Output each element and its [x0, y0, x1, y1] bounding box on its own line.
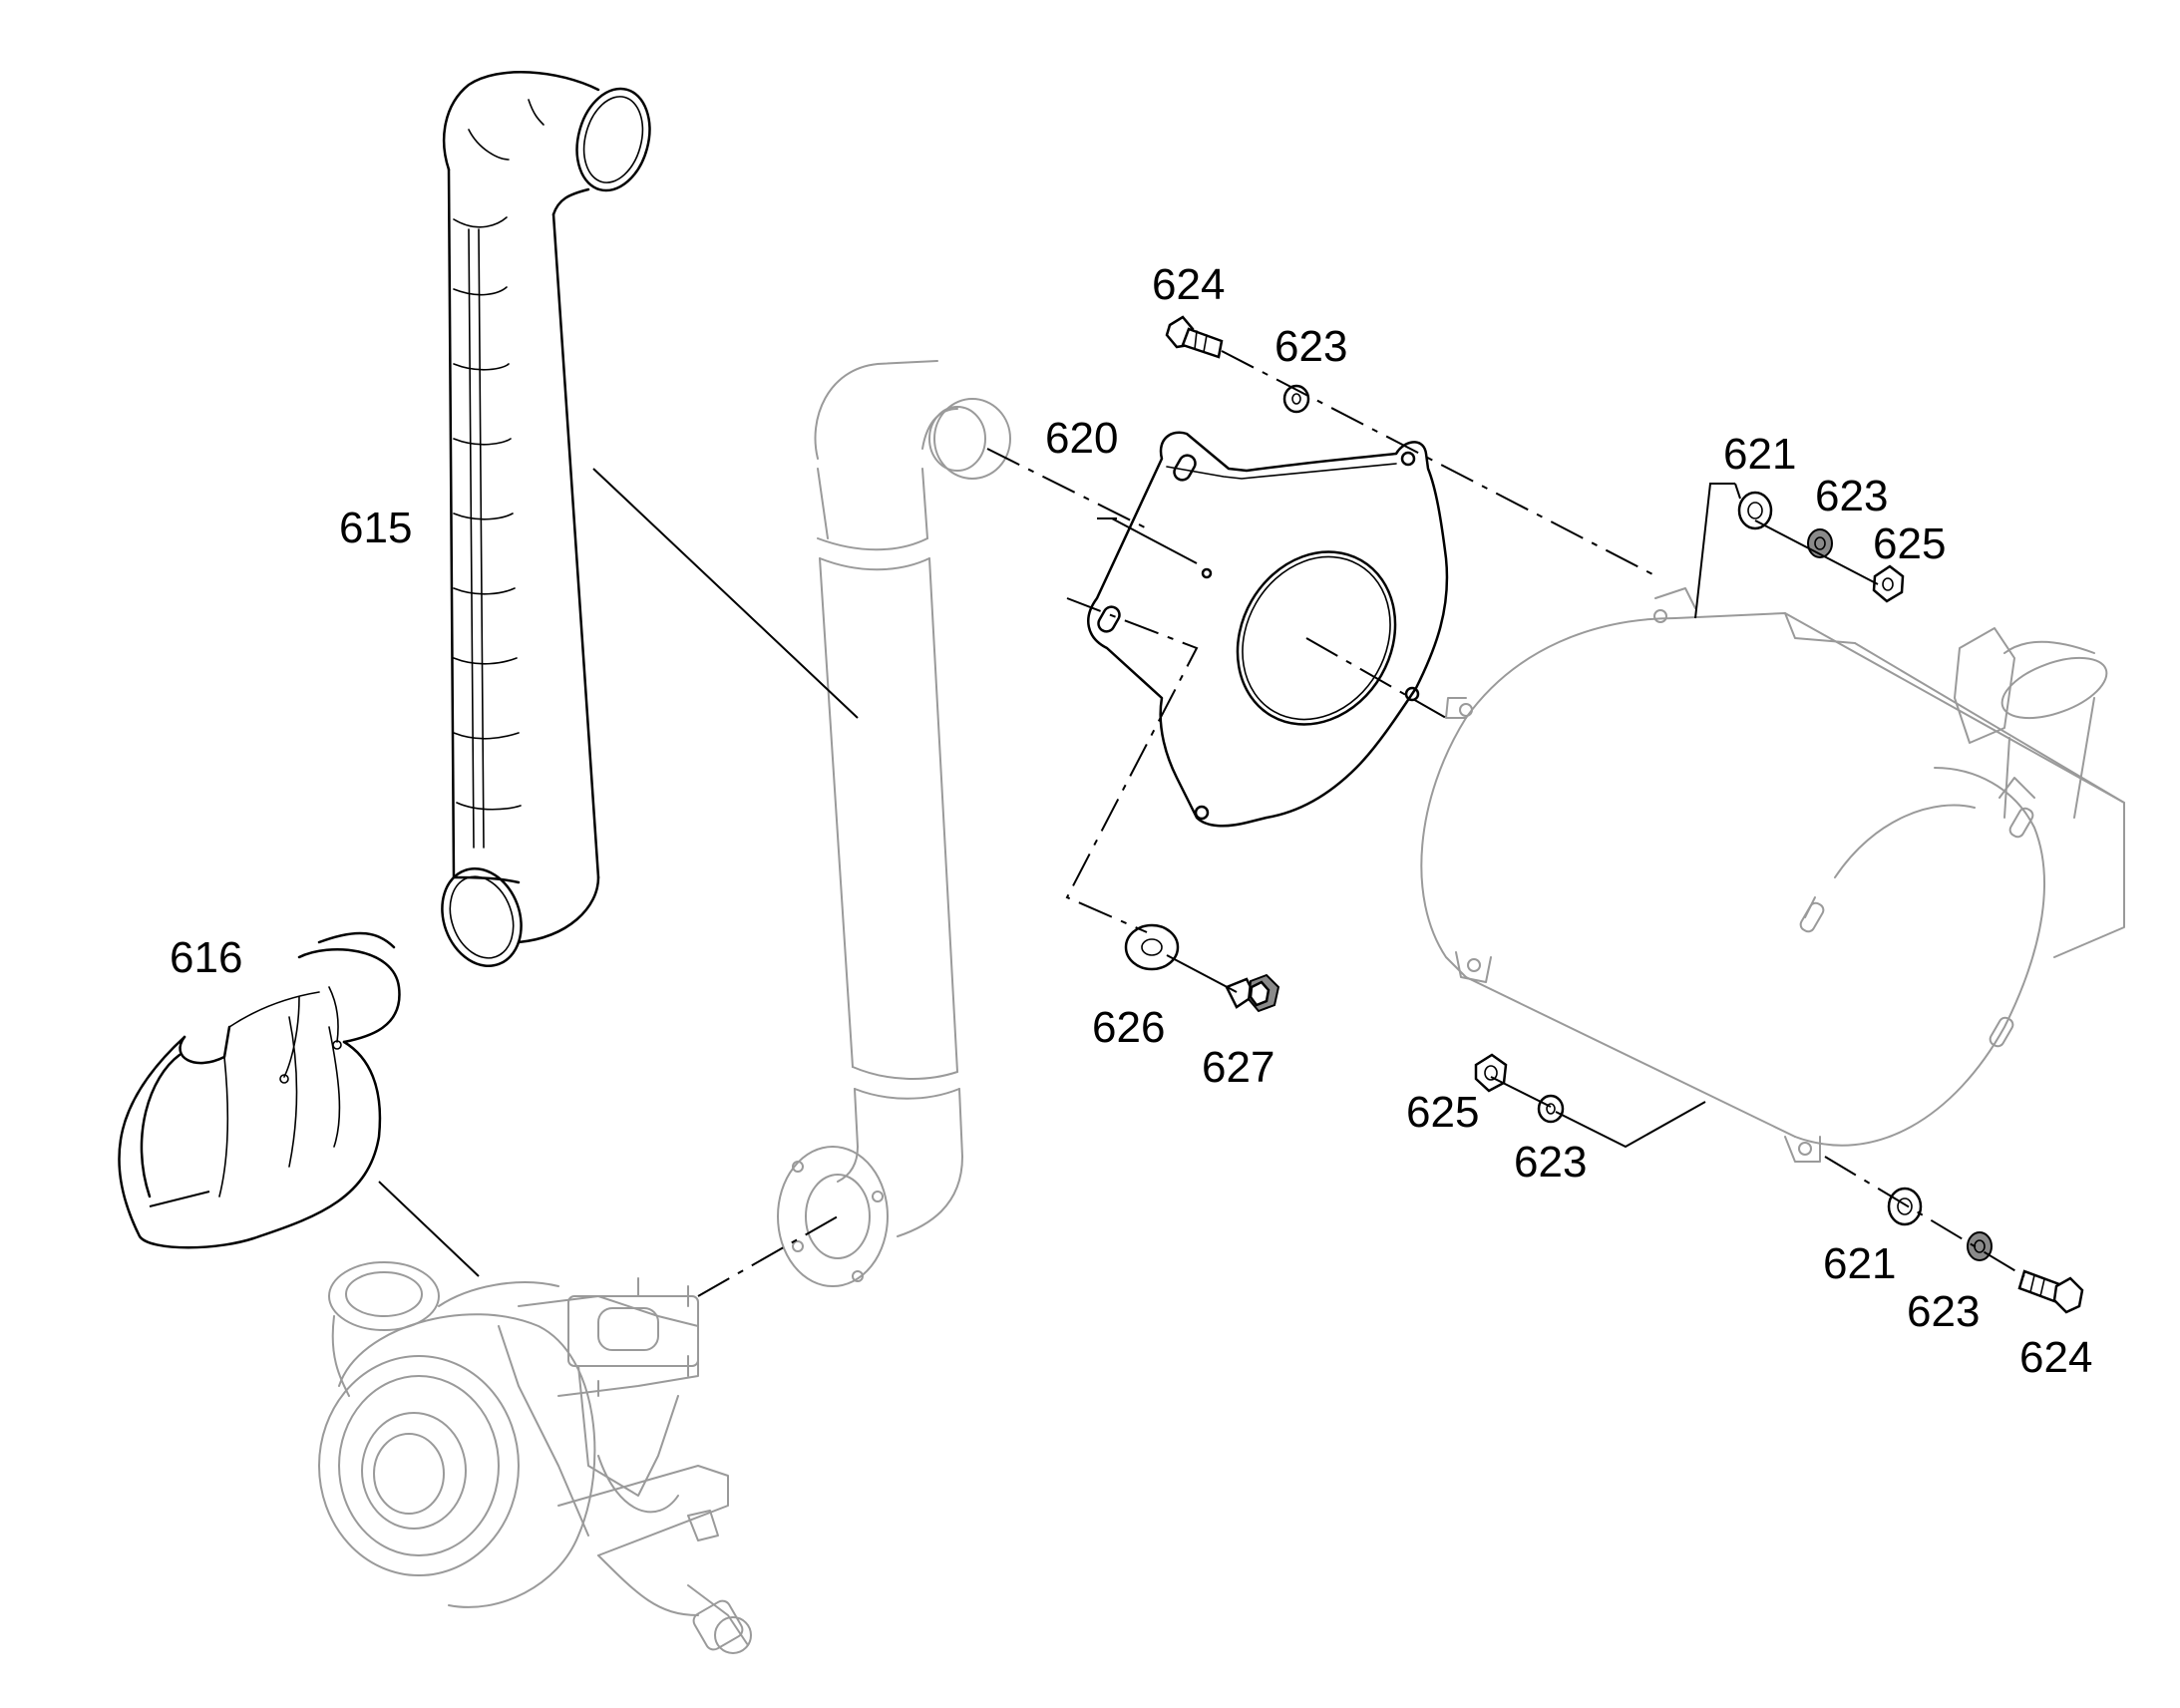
nut-625-mid: [1474, 1053, 1508, 1093]
turbocharger-part: [318, 1261, 752, 1654]
nut-625-top: [1872, 564, 1905, 603]
callout-623-topleft: 623: [1274, 322, 1347, 371]
callout-620: 620: [1045, 414, 1118, 463]
assembly-lines: [697, 350, 2025, 1297]
callout-624-top: 624: [1152, 260, 1225, 309]
callout-615: 615: [339, 504, 412, 552]
callout-621-top: 621: [1723, 430, 1796, 479]
exhaust-pipe-part: [777, 360, 1011, 1287]
hardware-parts: [1124, 315, 2084, 1314]
sleeve-616-part: [118, 931, 401, 1249]
callout-623-bottom: 623: [1907, 1287, 1980, 1336]
bolt-624-top: [1165, 315, 1224, 359]
callout-616: 616: [170, 933, 242, 982]
screw-627: [1225, 973, 1280, 1013]
washer-626: [1124, 923, 1180, 971]
callout-625-top: 625: [1873, 519, 1946, 568]
callout-626: 626: [1092, 1003, 1165, 1052]
spacer-621-top: [1737, 491, 1773, 530]
washer-623-c: [1537, 1094, 1565, 1124]
muffler-part: [1420, 587, 2125, 1163]
callout-627: 627: [1202, 1043, 1274, 1092]
callout-624-bottom: 624: [2019, 1333, 2092, 1382]
washer-623-d: [1967, 1231, 1993, 1261]
callout-625-mid: 625: [1406, 1088, 1479, 1137]
callout-623-topright: 623: [1815, 472, 1888, 520]
leader-lines: [378, 468, 1198, 1277]
spacer-621-bottom: [1887, 1187, 1923, 1226]
plate-620-part: [1087, 431, 1449, 828]
callout-621-bottom: 621: [1823, 1239, 1896, 1288]
bolt-624-bottom: [2017, 1269, 2084, 1314]
callout-623-mid: 623: [1514, 1138, 1587, 1187]
pipe-615-part: [441, 71, 651, 967]
